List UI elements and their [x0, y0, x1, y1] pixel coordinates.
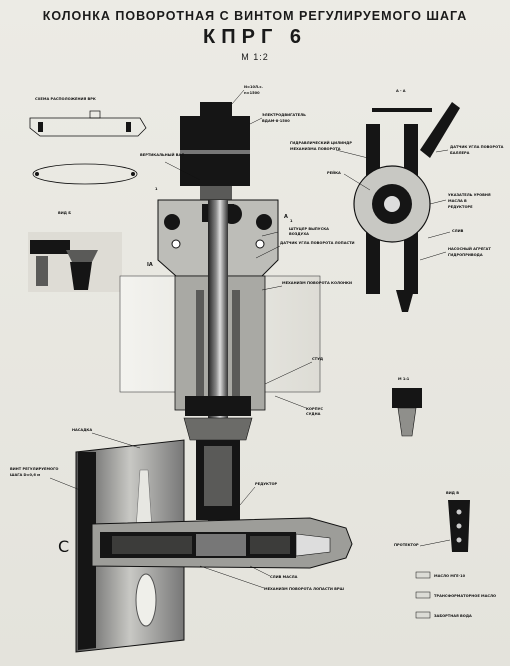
motor-band	[180, 150, 250, 154]
oil-drain-label: СЛИВ МАСЛА	[270, 575, 298, 579]
legend-swatch-oil	[415, 571, 431, 579]
location-scheme: СХЕМА РАСПОЛОЖЕНИЯ ВРК	[29, 97, 147, 185]
view-b-body	[70, 262, 92, 290]
plan-marker-aft	[35, 172, 39, 176]
stud-label: СТУД	[312, 357, 323, 361]
pump-label-2: ГИДРОПРИВОДА	[448, 253, 483, 257]
rudder-sensor-label-2: БАЛЛЕРА	[450, 151, 470, 155]
air-fitting-label: ШТУЦЕР ВЫПУСКА	[289, 227, 329, 231]
horizontal-gearbox: СЛИВ МАСЛА МЕХАНИЗМ ПОВОРОТА ЛОПАСТИ ВРШ	[91, 517, 353, 591]
left-port	[164, 214, 180, 230]
reductor-label: РЕДУКТОР	[255, 482, 278, 486]
hull-label-2: СУДНА	[306, 412, 321, 416]
detail-body	[397, 407, 417, 437]
legend: МАСЛО МГЕ-10 ТРАНСФОРМАТОРНОЕ МАСЛО ЗАБО…	[415, 571, 496, 619]
column-marker-bow	[126, 122, 131, 132]
scheme-label: СХЕМА РАСПОЛОЖЕНИЯ ВРК	[35, 97, 96, 101]
plan-marker-bow	[131, 172, 135, 176]
gearbox-cone	[295, 533, 331, 557]
nozzle-label: НАСАДКА	[72, 428, 92, 432]
power-label: N=10Л.с.	[244, 85, 263, 89]
right-port	[256, 214, 272, 230]
drain-label: СЛИВ	[452, 229, 464, 233]
section-ia-label: IА	[147, 262, 153, 268]
view-b-hub	[66, 250, 98, 262]
lower-gearbox: РЕДУКТОР	[183, 417, 278, 520]
view-b: ВИД Б	[28, 211, 122, 292]
scale-label: М 1:2	[241, 52, 269, 62]
legend-swatch-water	[415, 611, 431, 619]
view-v: ВИД В ПРОТЕКТОР	[394, 491, 470, 552]
motor-label: ЭЛЕКТРОДВИГАТЕЛЬ	[262, 113, 306, 117]
section-aa-label: А - А	[396, 89, 406, 93]
propeller-blade	[135, 573, 157, 627]
view-b-bracket	[36, 256, 48, 286]
ship-profile	[29, 117, 147, 137]
angle-sensor-arm	[420, 102, 460, 158]
pump-label: НАСОСНЫЙ АГРЕГАТ	[448, 246, 491, 251]
model-code: КПРГ 6	[203, 26, 307, 48]
section-a-label: А	[284, 214, 288, 220]
view-v-label: ВИД В	[446, 491, 459, 495]
blade-mechanism-label: МЕХАНИЗМ ПОВОРОТА ЛОПАСТИ ВРШ	[264, 587, 345, 591]
ship-deckhouse	[89, 110, 101, 119]
motor-cap	[200, 102, 232, 116]
vertical-shaft-label: ВЕРТИКАЛЬНЫЙ ВАЛ	[140, 152, 184, 157]
motor-type-label: ВДАМ-8-1500	[262, 119, 290, 123]
section-c-letter: С	[58, 537, 69, 556]
ship-plan	[32, 163, 138, 185]
column-mechanism-label: МЕХАНИЗМ ПОВОРОТА КОЛОНКИ	[282, 281, 352, 285]
motor-flange	[200, 186, 232, 200]
blade-sensor-label: ДАТЧИК УГЛА ПОВОРОТА ЛОПАСТИ	[280, 241, 355, 245]
rack-label: РЕЙКА	[327, 170, 341, 175]
drawing-title: КОЛОНКА ПОВОРОТНАЯ С ВИНТОМ РЕГУЛИРУЕМОГ…	[42, 9, 468, 23]
hull-label: КОРПУС	[306, 407, 323, 411]
hydro-cylinder-label-2: МЕХАНИЗМА ПОВОРОТА	[290, 147, 341, 151]
upper-housing: IА А 1 ШТУЦЕР ВЫПУСКА ВОЗДУХА ДАТЧИК УГЛ…	[147, 199, 355, 277]
protector-label: ПРОТЕКТОР	[394, 543, 419, 547]
detail-scale-label: М 1:1	[398, 377, 410, 381]
electric-motor: N=10Л.с. n=1500 ЭЛЕКТРОДВИГАТЕЛЬ ВДАМ-8-…	[140, 85, 306, 200]
callout-1: 1	[155, 187, 158, 191]
level-indicator-label-2: МАСЛА В	[448, 199, 467, 203]
rpm-label: n=1500	[244, 91, 260, 95]
bearing-block	[185, 396, 251, 416]
detail-view: М 1:1	[392, 377, 422, 437]
rudder-sensor-label: ДАТЧИК УГЛА ПОВОРОТА	[450, 145, 504, 149]
column-marker-aft	[38, 122, 43, 132]
view-b-label: ВИД Б	[58, 211, 71, 215]
legend-oil-label: МАСЛО МГЕ-10	[434, 574, 466, 578]
legend-swatch-transformer-oil	[415, 591, 431, 599]
hydro-cylinder-label: ГИДРАВЛИЧЕСКИЙ ЦИЛИНДР	[290, 140, 352, 145]
level-indicator-label-3: РЕДУКТОРЕ	[448, 205, 473, 209]
propeller-label: ВИНТ РЕГУЛИРУЕМОГО	[10, 467, 58, 471]
legend-water-label: ЗАБОРТНАЯ ВОДА	[434, 614, 472, 618]
air-fitting-label-2: ВОЗДУХА	[289, 232, 309, 236]
section-aa: А - А ГИДРАВЛИЧЕСКИЙ ЦИЛИНДР МЕХАНИЗМА П…	[290, 89, 504, 312]
legend-transformer-oil-label: ТРАНСФОРМАТОРНОЕ МАСЛО	[434, 594, 496, 598]
level-indicator-label: УКАЗАТЕЛЬ УРОВНЯ	[448, 193, 491, 197]
propeller-label-2: ШАГА D=0,6 м	[10, 473, 40, 477]
section-a-sub: 1	[290, 219, 293, 223]
view-b-arm	[30, 240, 70, 254]
